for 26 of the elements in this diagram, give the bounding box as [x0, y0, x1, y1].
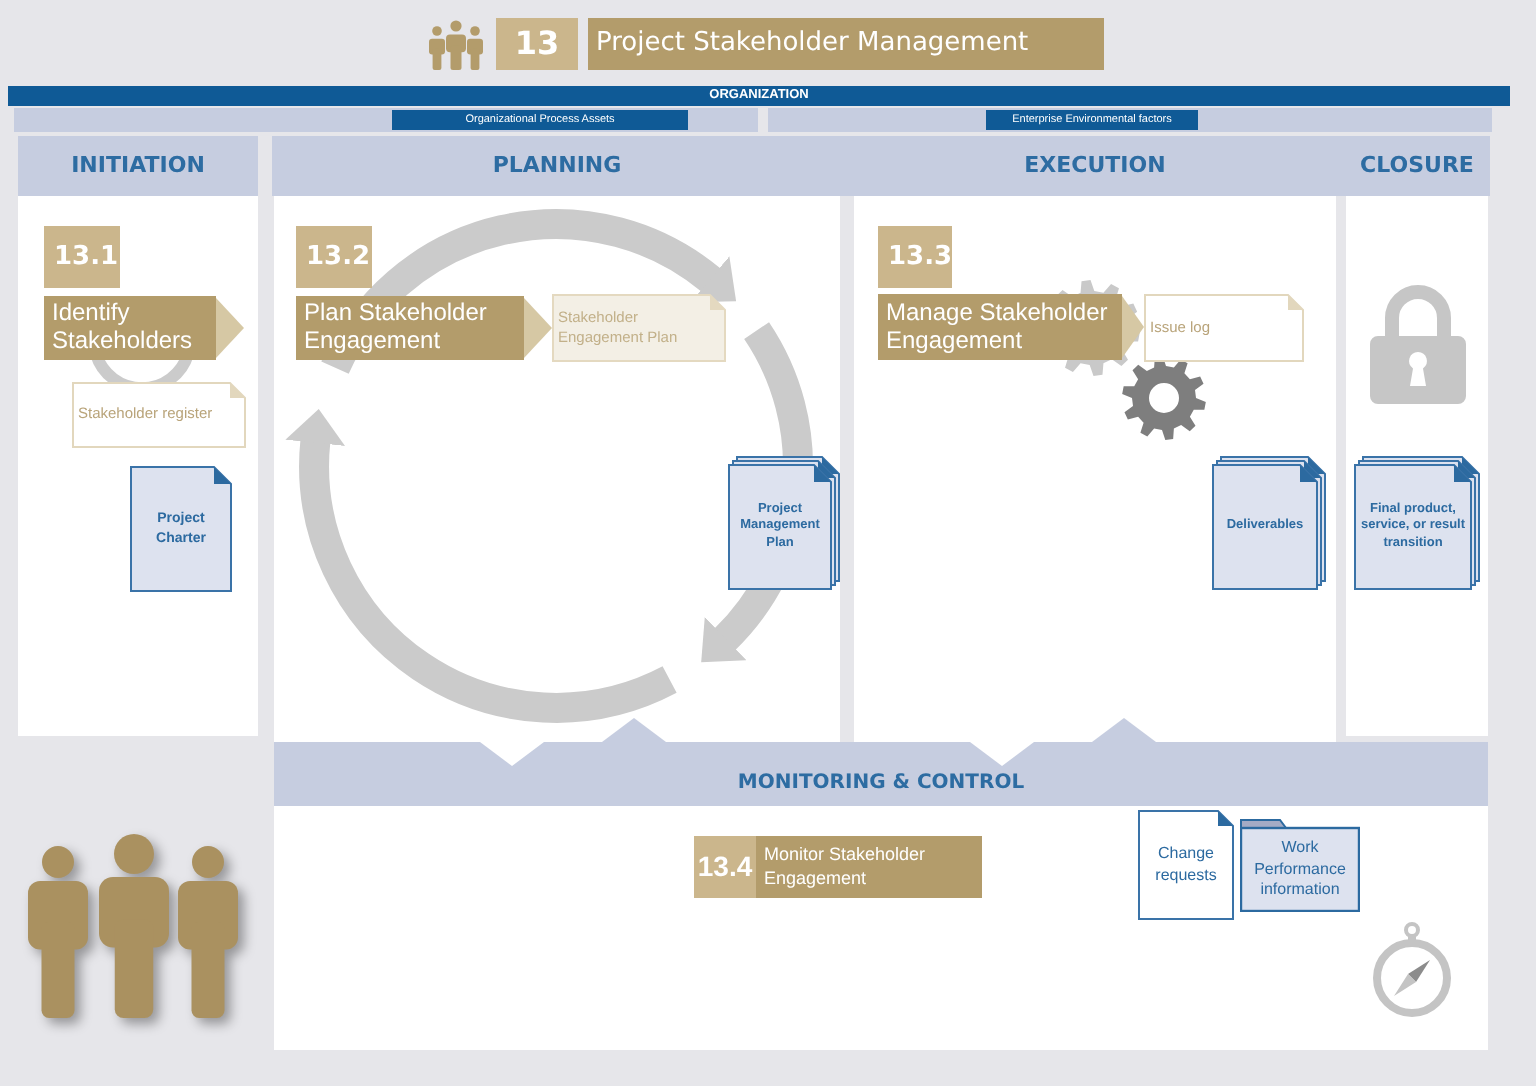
process-number: 13.1: [44, 226, 120, 288]
process-number: 13.4: [694, 836, 756, 898]
chevron-arrow: [216, 298, 244, 358]
monitoring-panel: [274, 742, 1488, 1050]
process-name: Monitor Stakeholder Engagement: [762, 842, 928, 892]
band: [768, 108, 1492, 132]
phase-heading: PLANNING: [492, 149, 622, 182]
phase-column: [18, 136, 258, 736]
phase-heading: CLOSURE: [1360, 149, 1474, 182]
chapter-title: Project Stakeholder Management: [588, 18, 1104, 70]
phase-heading: INITIATION: [71, 149, 205, 182]
chevron-arrow: [1122, 296, 1144, 358]
document: Change requests: [1138, 810, 1234, 920]
process-box: Identify Stakeholders: [44, 296, 216, 360]
process-box: Manage Stakeholder Engagement: [878, 294, 1122, 360]
chevron-arrow: [524, 298, 552, 358]
phase-heading: MONITORING & CONTROL: [737, 772, 1025, 796]
process-number: 13.2: [296, 226, 372, 288]
process-bar: [694, 836, 982, 898]
phase-heading: EXECUTION: [1024, 149, 1166, 182]
chapter-number: 13: [496, 18, 578, 70]
phase-column: [854, 136, 1336, 742]
process-box: Plan Stakeholder Engagement: [296, 296, 524, 360]
phase-column: [1346, 136, 1488, 736]
process-number: 13.3: [878, 226, 952, 288]
band: [14, 108, 758, 132]
